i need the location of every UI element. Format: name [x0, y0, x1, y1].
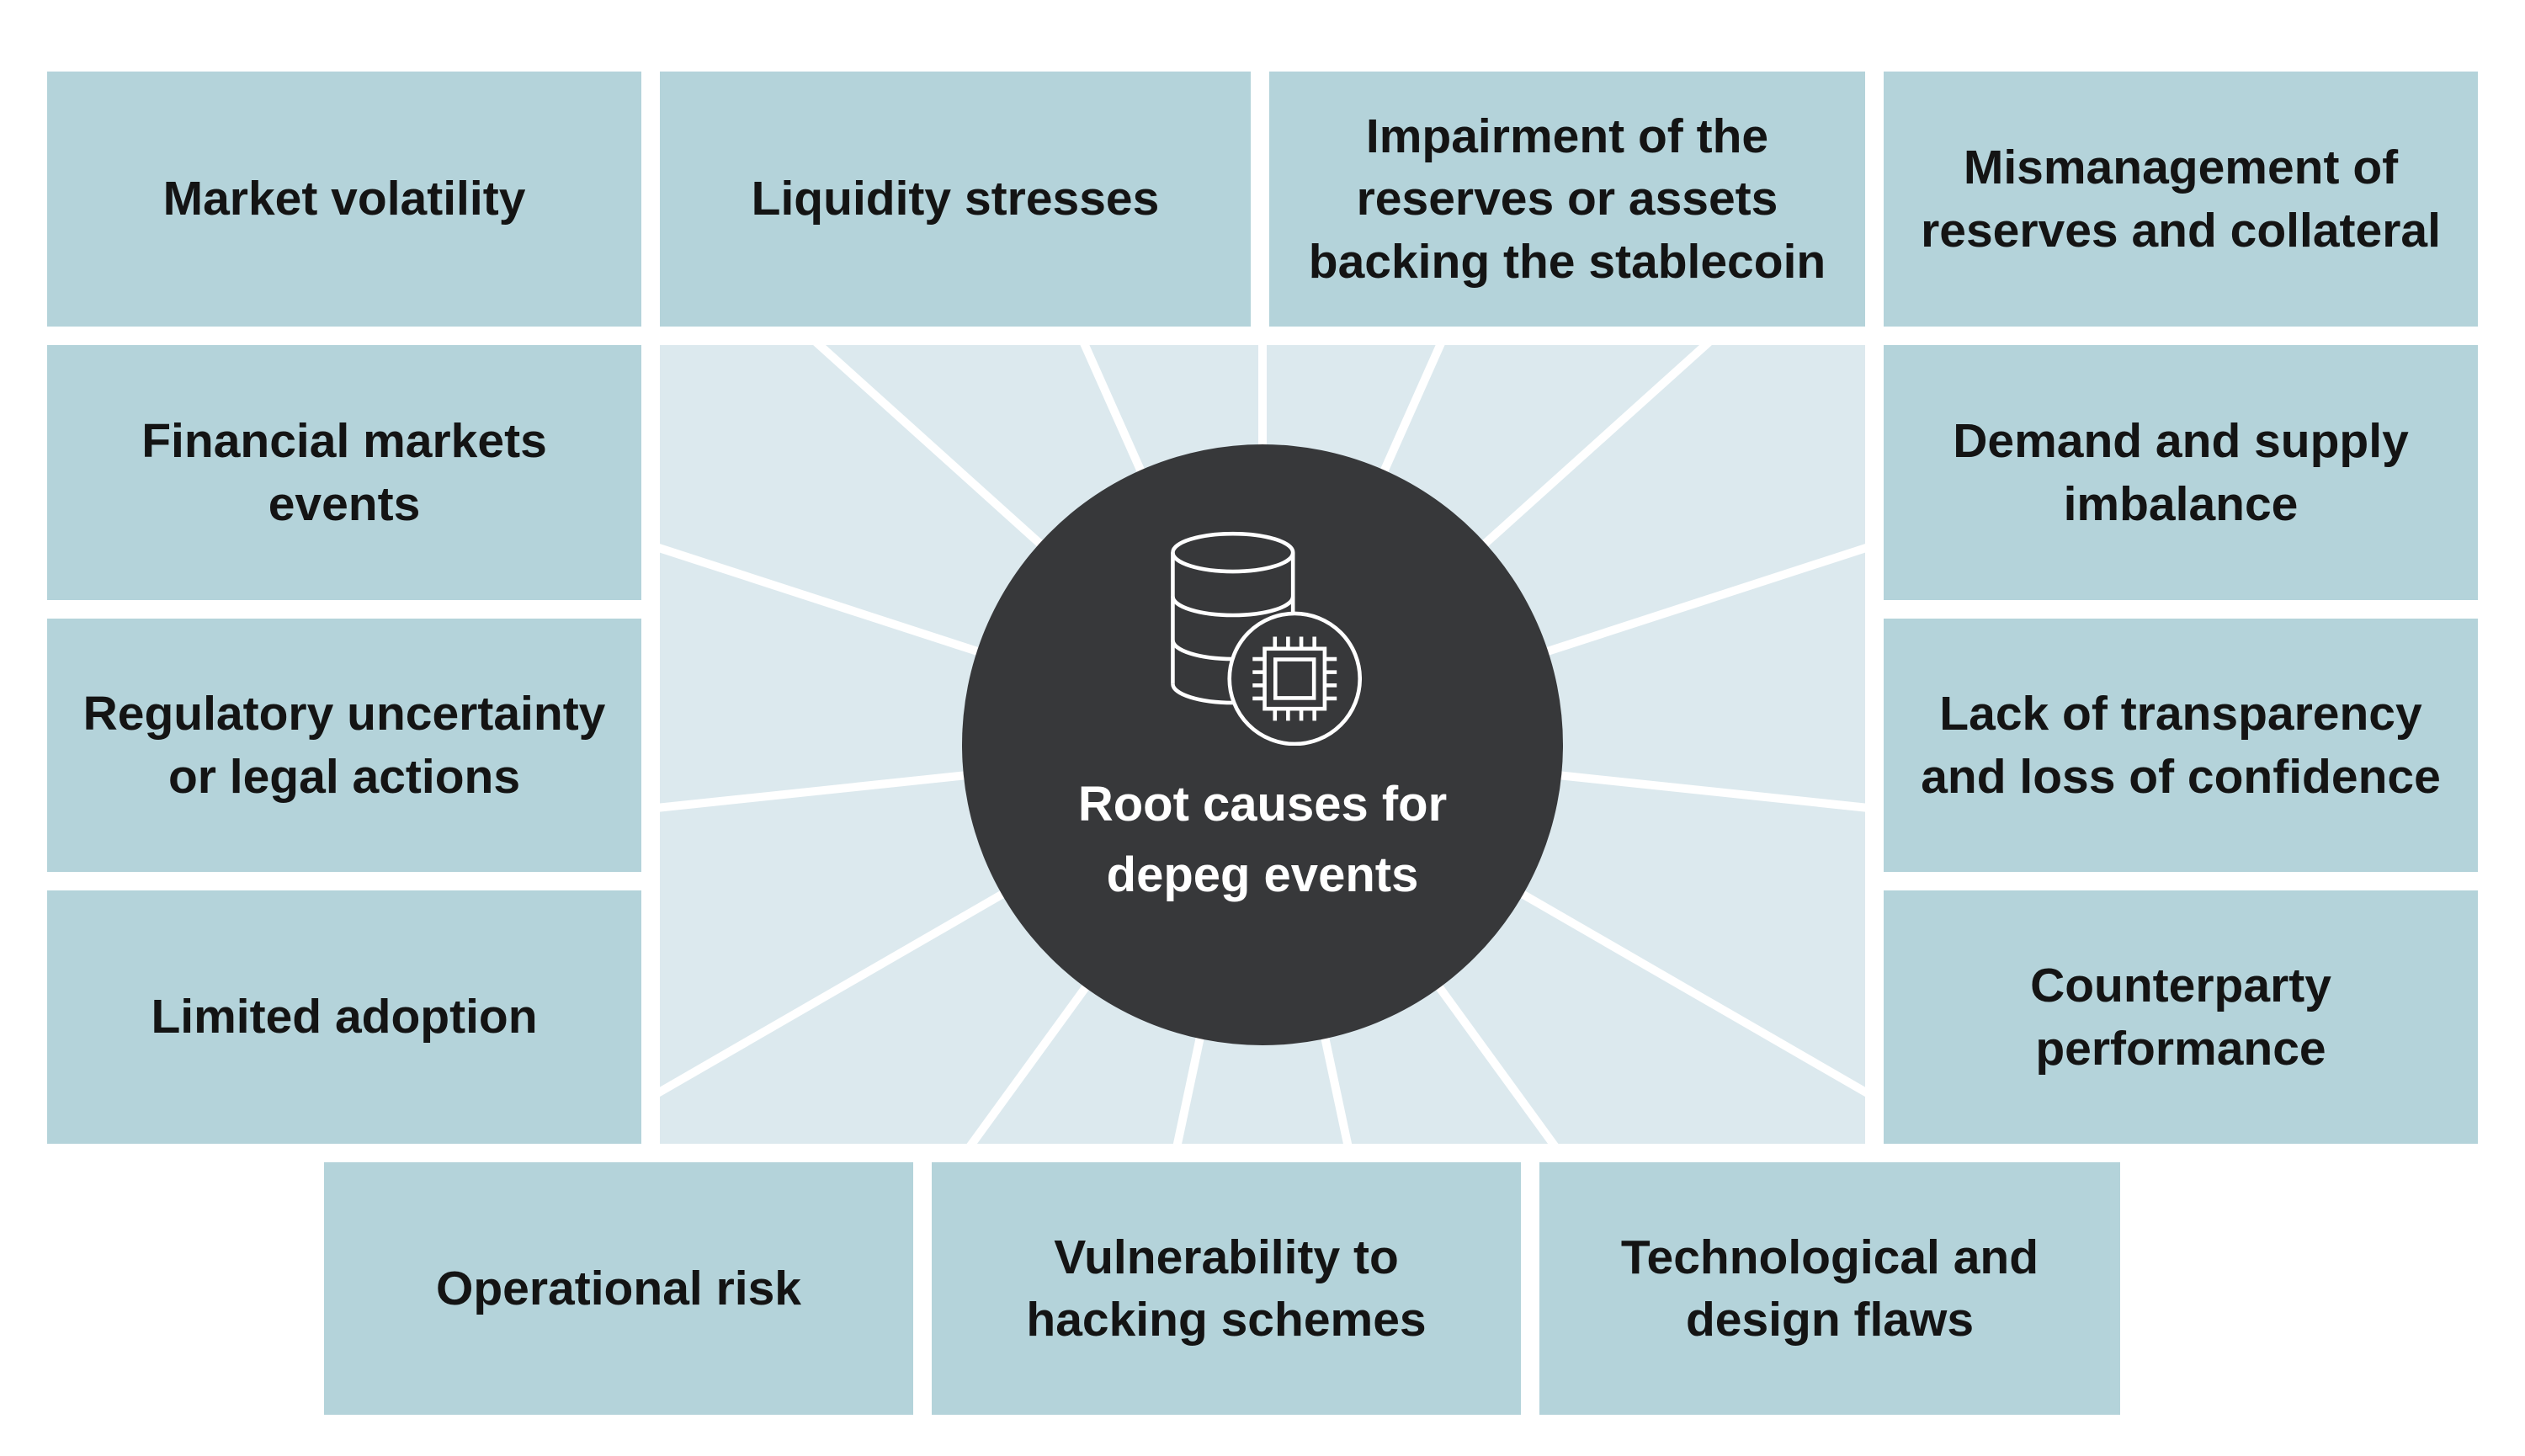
cause-box-technological-design-flaws: Technological and design flaws: [1539, 1162, 2120, 1415]
cause-box-financial-markets-events: Financial markets events: [47, 345, 641, 600]
center-title: Root causes for depeg events: [1078, 769, 1447, 911]
database-chip-icon: [1170, 531, 1362, 746]
cause-box-market-volatility: Market volatility: [47, 72, 641, 327]
cause-box-counterparty-performance: Counterparty performance: [1884, 890, 2478, 1144]
cause-box-lack-of-transparency: Lack of transparency and loss of confide…: [1884, 619, 2478, 872]
cause-box-limited-adoption: Limited adoption: [47, 890, 641, 1144]
cause-box-regulatory-uncertainty: Regulatory uncertainty or legal actions: [47, 619, 641, 872]
cause-box-demand-supply-imbalance: Demand and supply imbalance: [1884, 345, 2478, 600]
center-title-line1: Root causes for: [1077, 777, 1448, 832]
center-title-line2: depeg events: [1106, 848, 1419, 903]
cause-box-liquidity-stresses: Liquidity stresses: [660, 72, 1251, 327]
cause-box-impairment-of-reserves: Impairment of the reserves or assets bac…: [1269, 72, 1865, 327]
cause-box-operational-risk: Operational risk: [324, 1162, 913, 1415]
center-hub: Root causes for depeg events: [962, 444, 1563, 1045]
cause-box-mismanagement-of-reserves: Mismanagement of reserves and collateral: [1884, 72, 2478, 327]
cause-box-vulnerability-to-hacking: Vulnerability to hacking schemes: [932, 1162, 1521, 1415]
chip-icon: [1226, 611, 1362, 746]
